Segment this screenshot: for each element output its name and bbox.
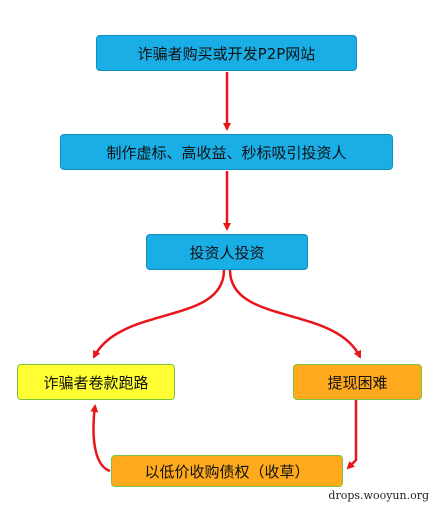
arrow-n6-n4 xyxy=(90,404,111,473)
node-buy-debt-cheap: 以低价收购债权（收草） xyxy=(111,455,343,487)
node-scammer-flees: 诈骗者卷款跑路 xyxy=(17,364,175,400)
node-investors-invest: 投资人投资 xyxy=(146,234,308,270)
node-withdrawal-difficulty: 提现困难 xyxy=(293,364,422,400)
node-label: 以低价收购债权（收草） xyxy=(144,462,310,481)
node-label: 诈骗者购买或开发P2P网站 xyxy=(137,44,316,63)
node-fake-bids: 制作虚标、高收益、秒标吸引投资人 xyxy=(60,134,393,170)
arrow-n3-n5 xyxy=(228,269,362,359)
node-label: 提现困难 xyxy=(327,373,388,392)
node-label: 诈骗者卷款跑路 xyxy=(43,373,149,392)
node-label: 制作虚标、高收益、秒标吸引投资人 xyxy=(106,143,347,162)
node-buy-p2p-site: 诈骗者购买或开发P2P网站 xyxy=(96,35,357,71)
arrow-n5-n6 xyxy=(346,400,358,470)
watermark: drops.wooyun.org xyxy=(328,489,429,502)
arrow-n3-n4 xyxy=(92,269,226,359)
node-label: 投资人投资 xyxy=(189,243,265,262)
